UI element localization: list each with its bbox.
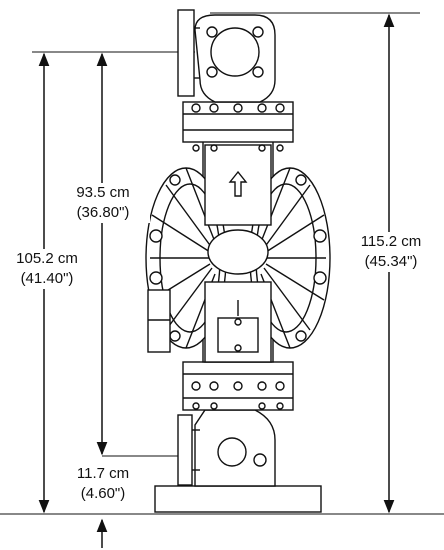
inspection-plate (217, 317, 259, 353)
base-plate (154, 485, 322, 513)
inlet-flange (177, 414, 193, 486)
center-hub (207, 229, 269, 275)
center-height-imperial: (36.80") (76, 204, 130, 221)
base-height-metric: 11.7 cm (76, 465, 130, 482)
center-height-label: 93.5 cm (36.80") (56, 183, 150, 223)
outlet-flange (177, 9, 195, 97)
inlet-height-imperial: (41.40") (20, 270, 74, 287)
overall-height-imperial: (45.34") (364, 253, 418, 270)
overall-height-label: 115.2 cm (45.34") (346, 232, 436, 272)
pump-body (145, 9, 331, 513)
upper-manifold (182, 101, 294, 143)
overall-height-metric: 115.2 cm (360, 233, 422, 250)
lower-manifold (182, 361, 294, 411)
flow-arrow-icon (228, 170, 248, 197)
center-height-metric: 93.5 cm (76, 184, 130, 201)
lower-manifold-bolts (191, 381, 285, 410)
base-height-label: 11.7 cm (4.60") (56, 464, 150, 504)
extension-lines (0, 12, 444, 515)
base-height-imperial: (4.60") (80, 485, 126, 502)
upper-manifold-bolts (191, 103, 285, 152)
inlet-height-metric: 105.2 cm (16, 250, 78, 267)
air-valve-box (147, 289, 171, 353)
inlet-height-label: 105.2 cm (41.40") (0, 249, 94, 289)
inlet-elbow (194, 409, 276, 487)
